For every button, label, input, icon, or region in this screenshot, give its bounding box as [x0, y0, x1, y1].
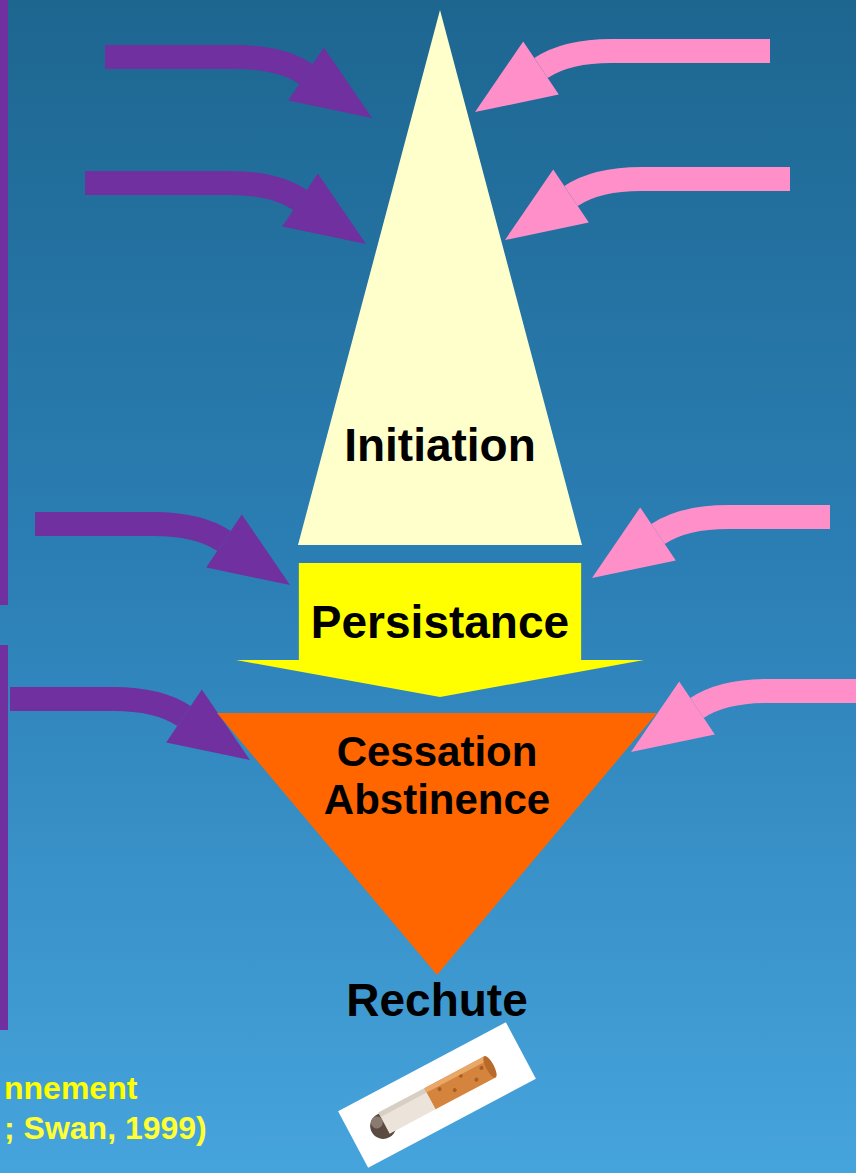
- side-bar: [0, 645, 8, 1030]
- cigarette-picture: [338, 1022, 536, 1168]
- influence-arrow: [592, 507, 830, 578]
- stage-triangle: Cessation Abstinence: [217, 713, 657, 975]
- shape-fill: [298, 10, 582, 545]
- influence-arrow: [10, 689, 250, 760]
- influence-arrow: [35, 514, 290, 585]
- shape-fill: [236, 563, 644, 697]
- source-note: ; Swan, 1999): [4, 1110, 207, 1147]
- influence-arrow: [475, 41, 770, 112]
- stage-triangle: Initiation: [298, 10, 582, 545]
- influence-arrow: [105, 47, 372, 118]
- stage-name: Initiation: [344, 419, 536, 472]
- stage-name: Cessation Abstinence: [324, 728, 550, 825]
- source-note: nnement: [4, 1070, 137, 1107]
- stage-name: Persistance: [311, 596, 569, 649]
- stage-arrow: Persistance: [236, 563, 644, 697]
- influence-arrow: [85, 173, 366, 244]
- stage-label: Rechute: [346, 974, 527, 1027]
- influence-arrow: [505, 169, 790, 240]
- side-bar: [0, 0, 8, 605]
- shape-fill: [217, 713, 657, 975]
- influence-arrow: [631, 681, 856, 752]
